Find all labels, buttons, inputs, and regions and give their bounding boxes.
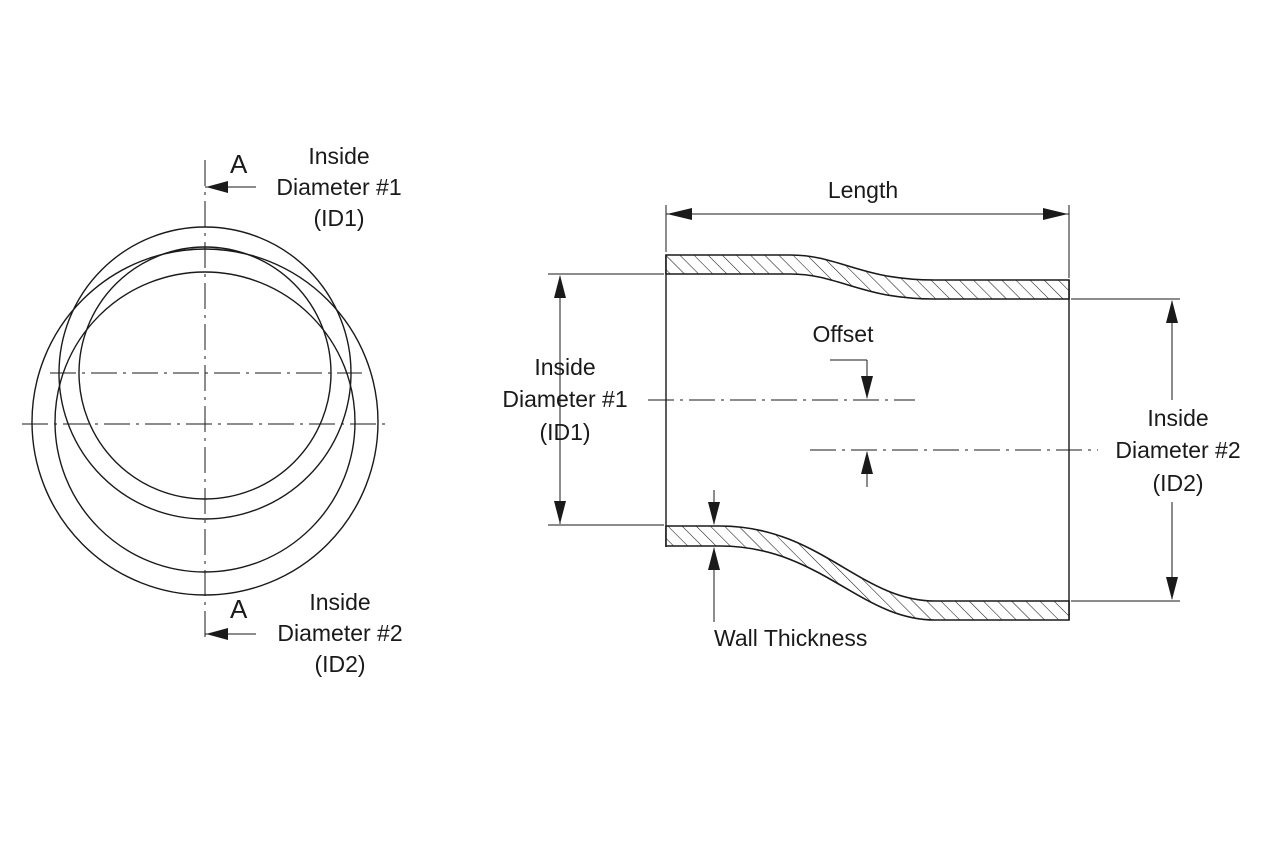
offset-arrow-top: [861, 376, 873, 399]
svg-text:(ID1): (ID1): [539, 419, 590, 445]
section-marker-top: A: [230, 149, 248, 179]
svg-text:Inside: Inside: [308, 143, 369, 169]
section-arrow-top: [206, 181, 228, 193]
offset-label: Offset: [813, 321, 875, 347]
svg-text:Inside: Inside: [1147, 405, 1208, 431]
section-id1-label: Inside Diameter #1 (ID1): [502, 354, 627, 445]
end-view: A A Inside Diameter #1 (ID1) Inside Diam…: [22, 143, 403, 677]
svg-text:(ID2): (ID2): [1152, 470, 1203, 496]
length-label: Length: [828, 177, 898, 203]
section-marker-bottom: A: [230, 594, 248, 624]
svg-text:Inside: Inside: [309, 589, 370, 615]
svg-text:(ID1): (ID1): [313, 205, 364, 231]
section-id2-label: Inside Diameter #2 (ID2): [1100, 400, 1256, 502]
svg-text:Diameter #1: Diameter #1: [502, 386, 627, 412]
offset-arrow-bottom: [861, 451, 873, 474]
wall-thickness-arrow-bottom: [708, 547, 720, 570]
wall-thickness-label: Wall Thickness: [714, 625, 867, 651]
svg-text:Diameter #2: Diameter #2: [277, 620, 402, 646]
svg-text:Diameter #2: Diameter #2: [1115, 437, 1240, 463]
section-arrow-bottom: [206, 628, 228, 640]
section-view: Length Inside Diameter #1 (ID1) Inside D…: [502, 177, 1256, 651]
svg-text:Inside: Inside: [534, 354, 595, 380]
svg-text:(ID2): (ID2): [314, 651, 365, 677]
svg-text:Diameter #1: Diameter #1: [276, 174, 401, 200]
end-view-id2-label: Inside Diameter #2 (ID2): [277, 589, 402, 677]
top-wall: [665, 254, 1070, 300]
wall-thickness-arrow-top: [708, 502, 720, 525]
bottom-wall: [665, 525, 1070, 621]
end-view-id1-label: Inside Diameter #1 (ID1): [276, 143, 401, 231]
